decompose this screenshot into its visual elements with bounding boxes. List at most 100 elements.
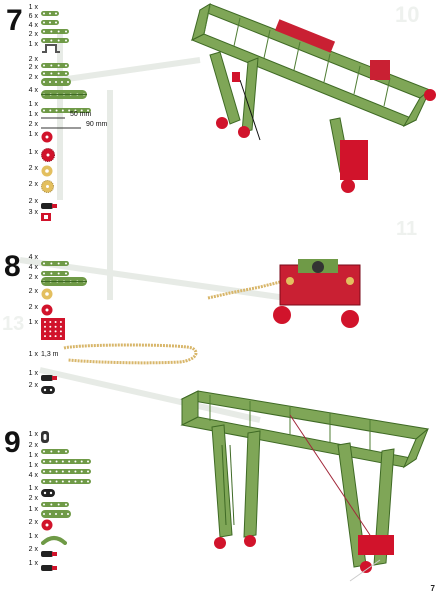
part-quantity: 4 x: [28, 264, 38, 271]
part-row: 2 x: [0, 545, 200, 557]
axle-50-dimension: 50 mm: [70, 111, 92, 118]
yellow-pulley-icon: [41, 287, 53, 300]
medium-strip-icon: [41, 55, 69, 68]
long-strip-icon: [41, 100, 91, 113]
part-quantity: 4 x: [28, 472, 38, 479]
medium-strip-icon: [41, 63, 69, 76]
long-strip-icon: [41, 461, 91, 474]
step-number-7: 7: [6, 4, 23, 37]
part-quantity: 1 x: [28, 431, 38, 438]
part-row: 4 x: [0, 86, 200, 99]
part-quantity: 1 x: [28, 319, 38, 326]
part-quantity: 2 x: [28, 495, 38, 502]
part-row: 4 x: [0, 21, 200, 34]
crank-icon: [41, 559, 57, 571]
part-row: 4 x: [0, 471, 200, 484]
crank-icon: [41, 545, 57, 557]
part-quantity: 1 x: [28, 452, 38, 459]
part-quantity: 2 x: [28, 546, 38, 553]
axle-50-icon: [41, 110, 65, 120]
wide-strip-icon: [41, 73, 71, 86]
small-link-icon: [41, 381, 55, 394]
part-row: 1 x: [0, 318, 200, 340]
part-quantity: 1 x: [28, 370, 38, 377]
part-quantity: 1 x: [28, 149, 38, 156]
part-quantity: 6 x: [28, 13, 38, 20]
part-row: 1 x: [0, 532, 200, 545]
part-row: 1 x: [0, 40, 200, 53]
part-row: 2 x: [0, 303, 200, 316]
part-quantity: 2 x: [28, 64, 38, 71]
svg-text:11: 11: [396, 218, 417, 240]
part-row: 1 x: [0, 461, 200, 474]
angle-girder-icon: [41, 86, 87, 99]
part-quantity: 2 x: [28, 288, 38, 295]
part-quantity: 4 x: [28, 254, 38, 261]
step-7-crane-jib-model: [190, 2, 436, 193]
part-quantity: 2 x: [28, 74, 38, 81]
step-number-9: 9: [4, 426, 21, 459]
svg-text:10: 10: [395, 2, 419, 27]
part-row: 2 x: [0, 381, 200, 394]
crank-icon: [41, 369, 57, 381]
hook-icon: [41, 430, 49, 443]
small-link-icon: [41, 484, 55, 497]
red-clip-icon: [41, 208, 51, 221]
part-quantity: 2 x: [28, 382, 38, 389]
part-row: 1 x: [0, 100, 200, 113]
medium-strip-icon: [41, 30, 69, 43]
part-row: 2 x: [0, 494, 200, 507]
red-gear-icon: [41, 148, 55, 162]
part-row: 2 x: [0, 180, 200, 193]
part-quantity: 2 x: [28, 274, 38, 281]
short-strip-icon: [41, 3, 59, 16]
part-quantity: 2 x: [28, 519, 38, 526]
part-quantity: 4 x: [28, 87, 38, 94]
chain-1-3m-image: [63, 343, 198, 365]
part-row: 2 x: [0, 120, 200, 130]
wide-strip-icon: [41, 505, 71, 518]
part-row: 1 x: [0, 130, 200, 143]
part-row: 2 x: [0, 197, 200, 209]
step-8-trolley-model: [207, 259, 361, 328]
part-quantity: 1 x: [28, 533, 38, 540]
part-row: 1 x: [0, 505, 200, 518]
part-quantity: 2 x: [28, 56, 38, 63]
part-quantity: 1 x: [28, 131, 38, 138]
medium-strip-icon: [41, 263, 69, 276]
red-wheel-icon: [41, 518, 53, 531]
axle-90-icon: [41, 120, 81, 130]
red-plate-icon: [41, 318, 65, 340]
part-row: 2 x: [0, 73, 200, 86]
part-quantity: 1 x: [28, 560, 38, 567]
medium-strip-icon: [41, 253, 69, 266]
part-quantity: 3 x: [28, 209, 38, 216]
short-strip-icon: [41, 12, 59, 25]
part-row: 2 x: [0, 518, 200, 531]
page-number: 7: [430, 584, 435, 593]
long-strip-icon: [41, 471, 91, 484]
part-row: 1 x: [0, 559, 200, 571]
part-row: 1 x: [0, 369, 200, 381]
part-quantity: 4 x: [28, 22, 38, 29]
part-row: 4 x: [0, 253, 200, 266]
part-row: 1 x: [0, 430, 200, 443]
step-number-8: 8: [4, 250, 21, 283]
part-row: 1 x: [0, 451, 200, 464]
part-quantity: 1 x: [28, 462, 38, 469]
part-quantity: 1 x: [28, 351, 38, 358]
part-row: 3 x: [0, 208, 200, 221]
long-strip-icon: [41, 451, 91, 464]
red-wheel-icon: [41, 130, 53, 143]
part-row: 2 x: [0, 287, 200, 300]
part-quantity: 1 x: [28, 41, 38, 48]
part-row: 6 x: [0, 12, 200, 25]
curved-strip-icon: [41, 532, 67, 545]
part-row: 4 x: [0, 263, 200, 276]
part-quantity: 2 x: [28, 442, 38, 449]
medium-strip-icon: [41, 21, 69, 34]
step-9-gantry-crane-model: [180, 390, 430, 582]
